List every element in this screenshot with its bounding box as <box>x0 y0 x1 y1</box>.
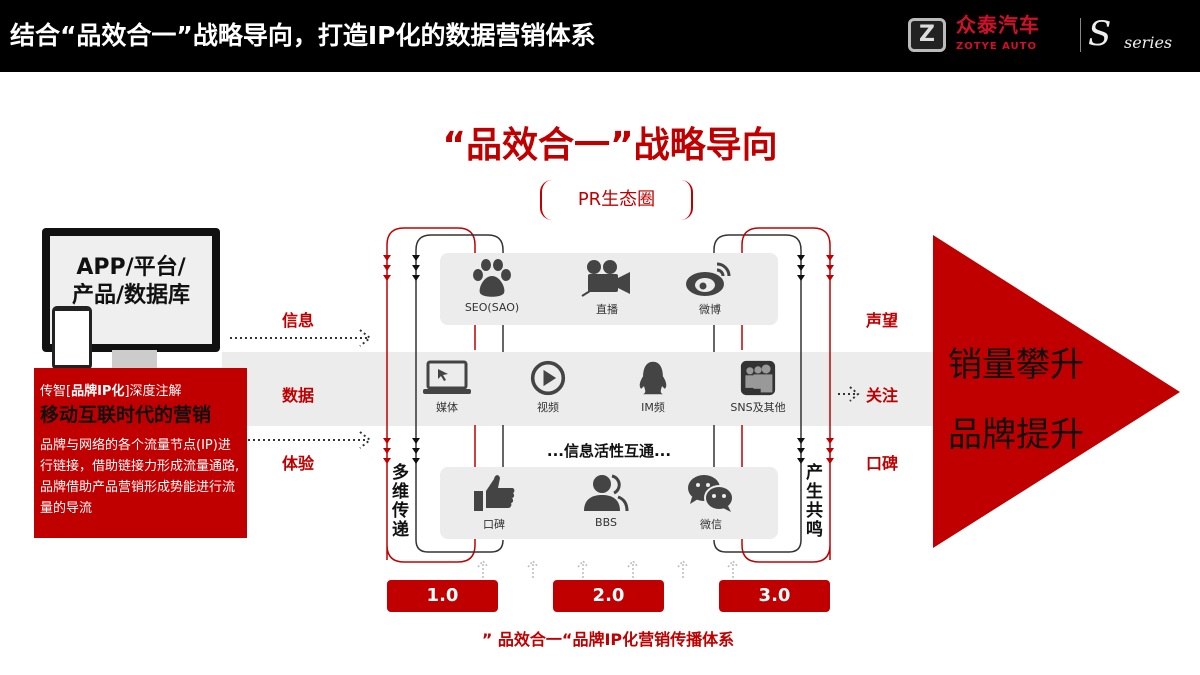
label-info: 信息 <box>282 311 315 330</box>
logo-separator <box>1080 18 1081 52</box>
slide-title: 结合“品效合一”战略导向，打造IP化的数据营销体系 <box>10 21 596 50</box>
logo-cn: 众泰汽车 <box>956 13 1040 37</box>
people-group-icon <box>740 360 776 396</box>
channel-seo: SEO(SAO) <box>462 258 522 314</box>
pr-label: PR生态圈 <box>540 180 693 220</box>
thumbs-up-icon <box>474 475 515 511</box>
channel-label: BBS <box>595 516 617 529</box>
brand-logo: Z 众泰汽车 ZOTYE AUTO S series <box>908 14 1198 58</box>
label-resonance: 产生共鸣 <box>806 463 823 540</box>
paw-icon <box>473 259 511 297</box>
channel-live: 直播 <box>577 258 637 317</box>
channel-label: 直播 <box>596 303 618 316</box>
middle-caption: ...信息活性互通... <box>546 442 672 460</box>
arrow-heads <box>383 255 834 464</box>
channel-wechat: 微信 <box>681 473 741 532</box>
data-band <box>222 352 942 426</box>
laptop-icon <box>423 360 471 394</box>
version-1: 1.0 <box>387 580 498 612</box>
channel-label: 微信 <box>700 518 722 531</box>
channel-im: IM频 <box>623 360 683 415</box>
logo-en: ZOTYE AUTO <box>956 41 1038 52</box>
bottom-caption: ” 品效合一“品牌IP化营销传播体系 <box>481 630 735 649</box>
result-sales: 销量攀升 <box>948 345 1084 385</box>
version-3: 3.0 <box>719 580 830 612</box>
channel-label: 媒体 <box>436 401 458 414</box>
annotation-suffix: ]深度注解 <box>124 384 182 399</box>
play-icon <box>530 360 566 396</box>
result-brand: 品牌提升 <box>948 415 1084 455</box>
channel-label: SEO(SAO) <box>464 301 520 314</box>
label-data: 数据 <box>282 386 315 405</box>
diagram-heading: “品效合一”战略导向 <box>442 125 778 166</box>
monitor-stand <box>112 350 157 368</box>
channel-word-of-mouth: 口碑 <box>464 473 524 532</box>
channel-label: 口碑 <box>483 518 505 531</box>
movie-camera-icon <box>581 260 630 297</box>
annotation-body: 品牌与网络的各个流量节点(IP)进行链接，借助链接力形成流量通路,品牌借助产品营… <box>40 438 240 516</box>
channel-label: 微博 <box>699 303 721 316</box>
label-multi-dimensional: 多维传递 <box>392 463 409 540</box>
users-icon <box>584 474 629 512</box>
version-2: 2.0 <box>553 580 664 612</box>
label-word-of-mouth: 口碑 <box>866 454 899 473</box>
monitor-line-2: 产品/数据库 <box>71 283 191 308</box>
phone-illustration <box>52 306 92 370</box>
label-experience: 体验 <box>282 454 315 473</box>
monitor-illustration: APP/平台/产品/数据库 <box>42 228 220 352</box>
up-arrows <box>477 559 739 578</box>
annotation-prefix: 传智[ <box>40 384 72 399</box>
logo-series: series <box>1124 33 1173 52</box>
channel-label: IM频 <box>641 401 665 414</box>
weibo-icon <box>686 262 731 296</box>
dotted-arrows <box>230 329 860 449</box>
channel-media: 媒体 <box>417 360 477 415</box>
qq-penguin-icon <box>639 361 667 395</box>
zotye-logo-icon: Z <box>908 18 946 52</box>
label-reputation: 声望 <box>866 311 899 330</box>
result-triangle <box>933 235 1180 548</box>
channel-bbs: BBS <box>576 473 636 529</box>
channel-sns: SNS及其他 <box>728 360 788 415</box>
channel-weibo: 微博 <box>680 258 740 317</box>
channel-video: 视频 <box>518 360 578 415</box>
header-bar <box>0 0 1200 72</box>
annotation-box: 传智[品牌IP化]深度注解 移动互联时代的营销 品牌与网络的各个流量节点(IP)… <box>34 368 247 538</box>
monitor-line-1: APP/平台/ <box>76 255 186 280</box>
annotation-bold: 品牌IP化 <box>71 384 125 399</box>
annotation-title: 移动互联时代的营销 <box>40 404 212 426</box>
arrow-heads-dark <box>412 255 805 464</box>
label-attention: 关注 <box>866 386 899 405</box>
channel-label: 视频 <box>537 401 559 414</box>
logo-s: S <box>1088 14 1112 54</box>
wechat-icon <box>688 475 734 512</box>
channel-label: SNS及其他 <box>730 401 786 414</box>
